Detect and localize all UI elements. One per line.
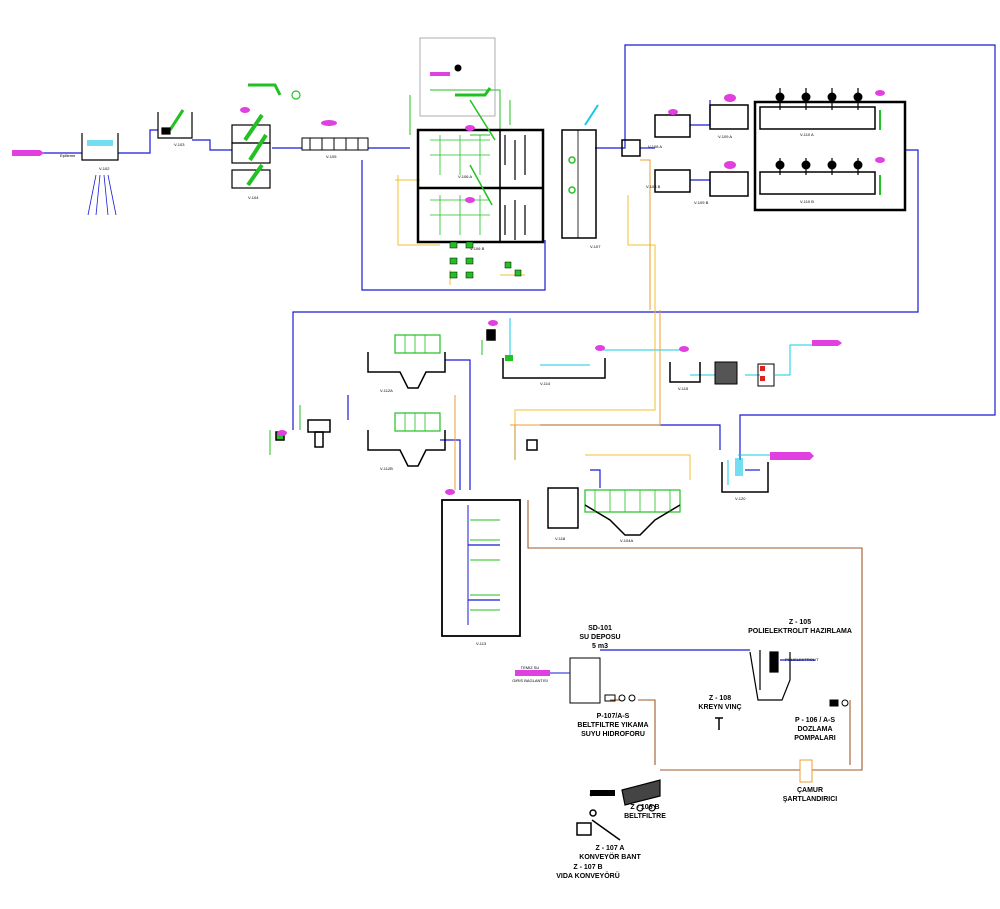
v118-label: V-118 [555, 536, 566, 541]
z105-polymer-tank [749, 650, 791, 701]
v109a-label: V-109 A [718, 134, 732, 139]
svg-text:Eşitleme: Eşitleme [60, 153, 76, 158]
camur-keki-tag [590, 790, 615, 796]
green-pipe-network [269, 89, 511, 455]
v120-tank [721, 452, 814, 493]
v108a-label: V-108 A [648, 144, 662, 149]
v114-channel [486, 329, 606, 379]
svg-text:POLIELEKTROLIT: POLIELEKTROLIT [785, 657, 819, 662]
svg-text:BELTFILTRE: BELTFILTRE [624, 813, 666, 820]
svg-text:KONVEYÖR BANT: KONVEYÖR BANT [579, 852, 641, 861]
v113-tank [441, 499, 521, 637]
brown-sludge-line [527, 500, 863, 771]
v112-clarifiers [367, 334, 446, 467]
svg-text:GIRIS BAGLANTISI: GIRIS BAGLANTISI [512, 678, 548, 683]
svg-text:SD-101: SD-101 [588, 625, 612, 632]
v113-label: V-113 [476, 641, 487, 646]
v116-filter [714, 361, 775, 387]
z106b-beltfilter [621, 779, 661, 812]
v102-label: V-102 [99, 166, 110, 171]
instrument-tags [240, 90, 885, 495]
v110a-label: V-110 A [800, 132, 814, 137]
orange-pipe-network [454, 159, 661, 490]
v104a-label: V-104A [620, 538, 633, 543]
svg-text:ÇAMUR KEKI: ÇAMUR KEKI [590, 792, 615, 797]
svg-text:DOZLAMA: DOZLAMA [798, 726, 833, 733]
temiz-su-inlet [515, 670, 570, 676]
v103-screen [157, 109, 193, 139]
v120-label: V-120 [735, 496, 746, 501]
v109b-label: V-109 B [694, 200, 709, 205]
cyan-pipe-network [509, 318, 815, 485]
blue-pipe-network [40, 44, 996, 661]
dewatering-labels: SD-101 SU DEPOSU 5 m3 Z - 105 POLIELEKTR… [512, 619, 852, 880]
svg-text:VIDA KONVEYÖRÜ: VIDA KONVEYÖRÜ [556, 871, 620, 880]
v118-thickener [526, 439, 681, 536]
v104-screens [231, 83, 301, 189]
v106b-label: V-106 B [470, 246, 485, 251]
v107-label: V-107 [590, 244, 601, 249]
v103-label: V-103 [174, 142, 185, 147]
svg-text:POMPALARI: POMPALARI [794, 735, 836, 742]
v108-tanks [621, 114, 691, 193]
svg-text:Z - 107 B: Z - 107 B [573, 864, 602, 871]
svg-text:Z - 105: Z - 105 [789, 619, 811, 626]
camur-conditioner [799, 759, 813, 783]
v104-label: V-104 [248, 195, 259, 200]
sd101-tank [569, 657, 601, 704]
v112a-label: V-112A [380, 388, 393, 393]
v106-basin [416, 37, 545, 244]
v107-tank [561, 104, 599, 239]
v112b-label: V-112B [380, 466, 393, 471]
z107-conveyors [576, 809, 621, 841]
v115-tank [669, 362, 701, 383]
v114-label: V-114 [540, 381, 551, 386]
svg-text:Z - 108: Z - 108 [709, 695, 731, 702]
v109-tanks [709, 94, 749, 197]
svg-text:5 m3: 5 m3 [592, 643, 608, 650]
svg-text:SU DEPOSU: SU DEPOSU [579, 634, 620, 641]
v108b-label: V-108 B [646, 184, 661, 189]
svg-text:ŞARTLANDIRICI: ŞARTLANDIRICI [783, 796, 837, 803]
svg-text:Z - 107 A: Z - 107 A [596, 845, 625, 852]
p107-hydrophore [604, 694, 636, 702]
svg-text:SUYU HIDROFORU: SUYU HIDROFORU [581, 731, 645, 738]
svg-text:P - 106 / A-S: P - 106 / A-S [795, 717, 835, 724]
v105-channel [301, 120, 369, 151]
outlet-tag [812, 340, 842, 346]
svg-text:POLIELEKTROLIT HAZIRLAMA: POLIELEKTROLIT HAZIRLAMA [748, 628, 852, 635]
v102-tank [81, 133, 119, 216]
svg-text:ÇAMUR: ÇAMUR [797, 787, 823, 794]
inlet-tag: Eşitleme [12, 150, 76, 158]
v106a-label: V-106 A [458, 174, 472, 179]
svg-text:TEMIZ SU: TEMIZ SU [521, 665, 540, 670]
svg-text:Z - 106 B: Z - 106 B [630, 804, 659, 811]
svg-text:BELTFILTRE YIKAMA: BELTFILTRE YIKAMA [577, 722, 648, 729]
yellow-pipe-network [395, 175, 691, 480]
v106-blowers [449, 241, 522, 279]
v110b-label: V-110 B [800, 199, 814, 204]
v110-reactors [753, 88, 907, 212]
z108-crane [715, 717, 723, 730]
v115-label: V-115 [678, 386, 689, 391]
p106-dosing-pumps [829, 699, 849, 707]
v105-label: V-105 [326, 154, 337, 159]
svg-text:P-107/A-S: P-107/A-S [597, 713, 630, 720]
svg-text:KREYN VINÇ: KREYN VINÇ [698, 704, 741, 711]
